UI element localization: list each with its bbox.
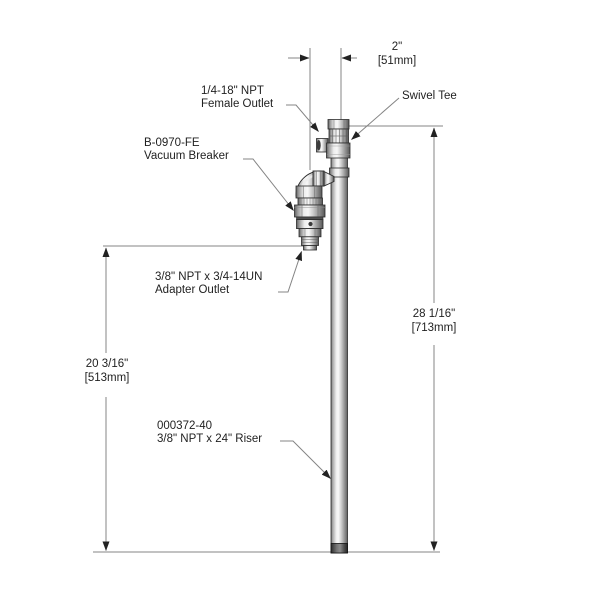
breaker-vent-hole <box>308 221 313 227</box>
dimension-offset-width-inches: 2" <box>391 41 403 53</box>
label-adapter-outlet-line2: Adapter Outlet <box>155 283 230 296</box>
dimension-overall-height: 28 1/16" [713mm] <box>394 307 474 335</box>
riser-joint-ring <box>329 167 350 178</box>
breaker-upper-hex <box>295 185 323 199</box>
leader-female-outlet <box>286 104 319 132</box>
label-riser-line1: 000372-40 <box>157 420 212 432</box>
breaker-lower-hex <box>298 228 322 238</box>
swivel-tee-fitting <box>316 119 351 159</box>
label-riser: 000372-40 3/8" NPT x 24" Riser <box>157 420 262 445</box>
label-female-outlet-line1: 1/4-18" NPT <box>201 85 264 97</box>
elbow-arm-nut <box>312 170 325 187</box>
leader-swivel-tee <box>351 97 400 140</box>
label-adapter-outlet: 3/8" NPT x 3/4-14UN Adapter Outlet <box>155 271 262 296</box>
leader-riser <box>280 440 331 479</box>
dimension-adapter-height-metric: [513mm] <box>84 372 130 384</box>
adapter-outlet-fitting <box>301 236 319 246</box>
label-vacuum-breaker: B-0970-FE Vacuum Breaker <box>144 137 229 162</box>
label-vacuum-breaker-line2: Vacuum Breaker <box>144 149 229 162</box>
tee-inlet-nut <box>327 119 350 130</box>
label-adapter-outlet-line1: 3/8" NPT x 3/4-14UN <box>155 271 263 283</box>
leader-adapter-outlet <box>278 251 302 293</box>
dimension-arrows <box>102 54 438 551</box>
label-female-outlet: 1/4-18" NPT Female Outlet <box>201 85 273 110</box>
leader-vacuum-breaker <box>243 158 294 211</box>
label-female-outlet-line2: Female Outlet <box>201 97 274 110</box>
label-swivel-tee-line1: Swivel Tee <box>402 90 457 102</box>
riser-tube <box>330 156 348 554</box>
leader-lines <box>243 97 400 479</box>
elbow-riser-cone <box>323 170 335 187</box>
riser-end-cap <box>330 543 348 554</box>
dimension-adapter-height: 20 3/16" [513mm] <box>67 357 147 385</box>
dimension-offset-width-metric: [51mm] <box>377 55 417 67</box>
tee-outlet-opening <box>316 140 321 151</box>
label-swivel-tee: Swivel Tee <box>402 90 457 103</box>
tee-body <box>326 142 351 159</box>
dimension-offset-width: 2" [51mm] <box>357 40 437 68</box>
dimension-overall-height-metric: [713mm] <box>411 322 457 334</box>
adapter-outlet-tip <box>303 245 317 251</box>
label-vacuum-breaker-line1: B-0970-FE <box>144 137 200 149</box>
vacuum-breaker-assembly <box>294 185 326 251</box>
dimension-lines <box>93 48 443 553</box>
label-riser-line2: 3/8" NPT x 24" Riser <box>157 432 263 445</box>
dimension-adapter-height-inches: 20 3/16" <box>85 358 129 370</box>
riser-pipe <box>329 156 350 554</box>
breaker-coupling-nut <box>294 204 326 218</box>
dimension-overall-height-inches: 28 1/16" <box>412 308 456 320</box>
